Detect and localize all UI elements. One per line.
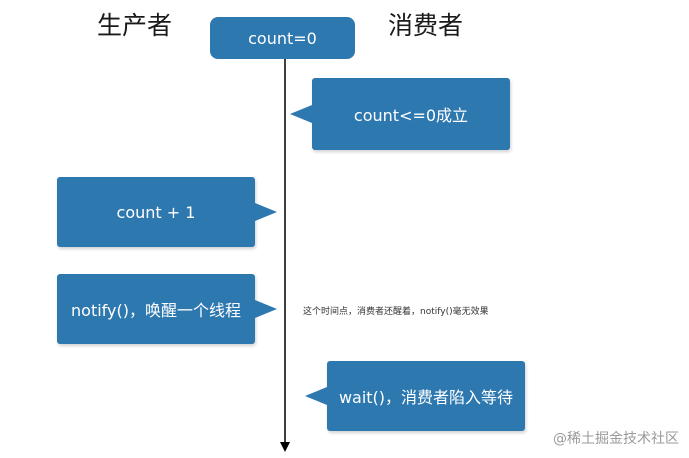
count-initial-box: count=0 [210, 17, 355, 59]
producer-notify-text: notify()，唤醒一个线程 [71, 301, 241, 320]
producer-notify-box: notify()，唤醒一个线程 [57, 274, 255, 344]
annotation-note: 这个时间点，消费者还醒着，notify()毫无效果 [303, 307, 489, 317]
producer-increment-text: count + 1 [116, 202, 196, 222]
watermark: @稀土掘金技术社区 [553, 431, 679, 447]
consumer-check-text: count<=0成立 [353, 106, 469, 125]
consumer-header: 消费者 [388, 11, 464, 40]
producer-increment-box: count + 1 [57, 177, 255, 247]
consumer-wait-text: wait()，消费者陷入等待 [338, 388, 514, 407]
consumer-wait-box: wait()，消费者陷入等待 [327, 361, 525, 431]
timeline-arrowhead [280, 442, 290, 452]
consumer-check-box: count<=0成立 [312, 78, 510, 150]
producer-header: 生产者 [97, 11, 173, 40]
